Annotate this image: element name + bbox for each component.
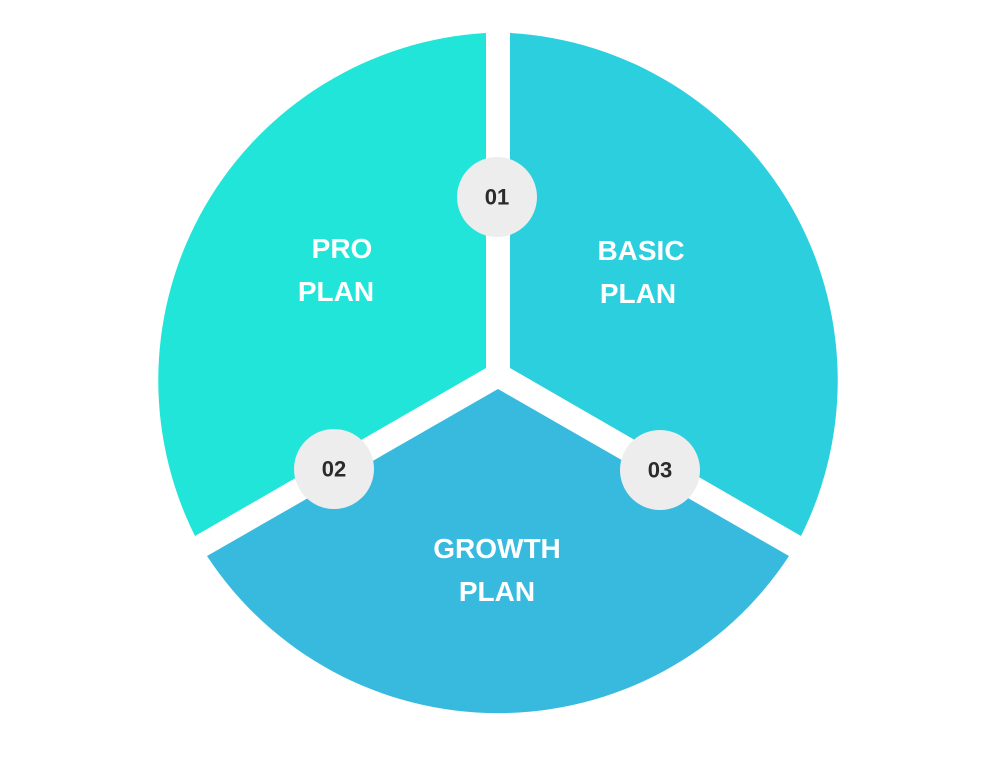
badge-02-text: 02 <box>322 457 346 482</box>
badge-01-circle <box>457 157 537 237</box>
badge-02: 02 <box>294 429 374 509</box>
badge-01-text: 01 <box>485 185 509 210</box>
basic-plan-label-line2: PLAN <box>600 278 676 309</box>
pro-plan-segment <box>158 33 486 536</box>
pro-plan-label-line2: PLAN <box>298 276 374 307</box>
badge-03-circle <box>620 430 700 510</box>
badge-03-text: 03 <box>648 458 672 483</box>
growth-plan-label-line1: GROWTH <box>433 533 561 564</box>
growth-plan-label-line2: PLAN <box>459 576 535 607</box>
basic-plan-label: BASIC PLAN <box>597 235 684 309</box>
growth-plan-segment <box>207 389 789 714</box>
pro-plan-label: PRO PLAN <box>298 233 374 307</box>
badge-02-circle <box>294 429 374 509</box>
growth-plan-label: GROWTH PLAN <box>433 533 561 607</box>
basic-plan-segment <box>510 33 838 536</box>
basic-plan-label-line1: BASIC <box>597 235 684 266</box>
badge-01: 01 <box>457 157 537 237</box>
pro-plan-label-line1: PRO <box>312 233 373 264</box>
badge-03: 03 <box>620 430 700 510</box>
